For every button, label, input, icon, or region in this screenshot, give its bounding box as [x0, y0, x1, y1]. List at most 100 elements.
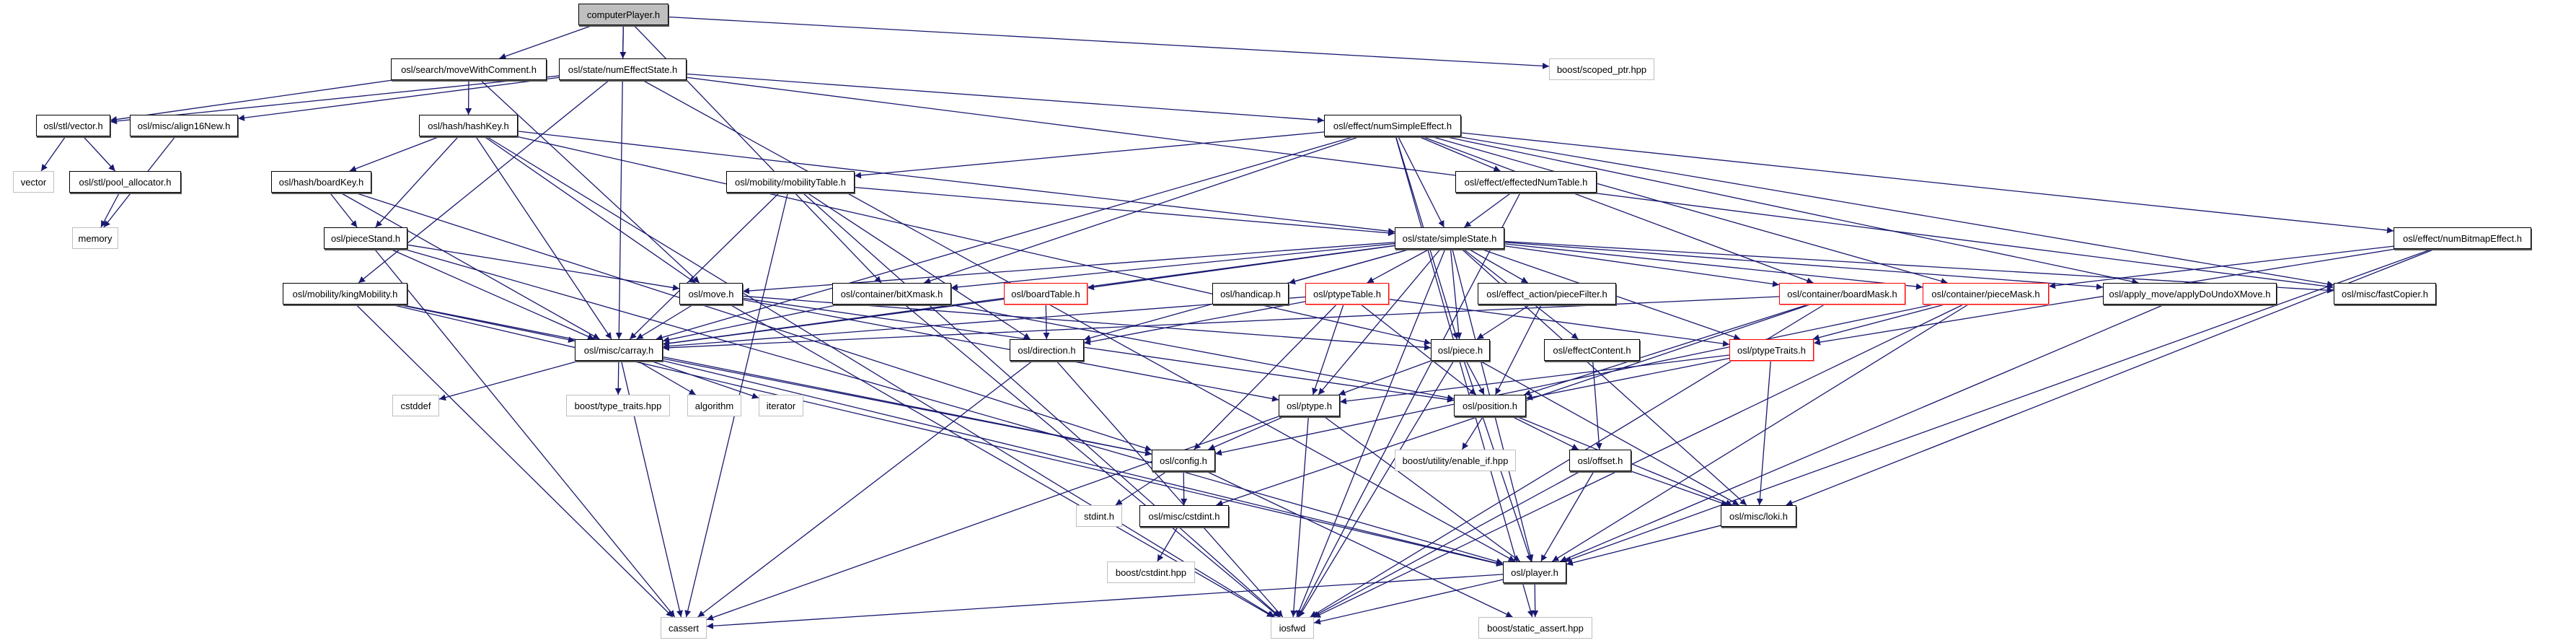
edge-ptype-to-player: [1323, 416, 1521, 562]
edge-position-to-enable_if: [1461, 416, 1484, 450]
node-mobilityTable[interactable]: osl/mobility/mobilityTable.h: [726, 171, 855, 193]
edge-hashKey-to-iosfwd: [485, 136, 1275, 618]
node-moveWithComment[interactable]: osl/search/moveWithComment.h: [391, 58, 547, 80]
node-pieceFilter[interactable]: osl/effect_action/pieceFilter.h: [1478, 283, 1616, 305]
edge-simpleState-to-iosfwd: [1296, 248, 1446, 618]
node-pool-allocator[interactable]: osl/stl/pool_allocator.h: [69, 171, 181, 193]
node-bitXmask[interactable]: osl/container/bitXmask.h: [832, 283, 951, 305]
edge-carray-to-player: [662, 360, 1504, 567]
node-boardTable[interactable]: osl/boardTable.h: [1004, 283, 1088, 305]
node-numEffectState[interactable]: osl/state/numEffectState.h: [559, 58, 687, 80]
edge-boardKey-to-config: [354, 192, 1152, 452]
node-effectContent[interactable]: osl/effectContent.h: [1544, 339, 1640, 361]
node-piece[interactable]: osl/piece.h: [1431, 339, 1490, 361]
edge-pieceStand-to-player: [403, 248, 1504, 565]
node-stdint[interactable]: stdint.h: [1076, 505, 1122, 527]
edge-piece-to-ptype: [1338, 360, 1432, 396]
node-simpleState[interactable]: osl/state/simpleState.h: [1395, 227, 1504, 249]
node-numBitmapEffect[interactable]: osl/effect/numBitmapEffect.h: [2394, 227, 2531, 249]
node-iosfwd[interactable]: iosfwd: [1271, 617, 1314, 639]
node-direction[interactable]: osl/direction.h: [1010, 339, 1084, 361]
node-numSimpleEffect[interactable]: osl/effect/numSimpleEffect.h: [1324, 115, 1461, 136]
node-ptypeTraits[interactable]: osl/ptypeTraits.h: [1729, 339, 1814, 361]
edge-ptypeTraits-to-ptype: [1339, 354, 1730, 405]
node-computerPlayer[interactable]: computerPlayer.h: [578, 4, 669, 25]
edge-bitXmask-to-carray: [662, 304, 839, 344]
node-algorithm[interactable]: algorithm: [687, 395, 741, 416]
edge-numSimpleEffect-to-effectedNumTable: [1418, 136, 1501, 172]
edge-applyDoUndoXMove-to-player: [1560, 304, 2165, 562]
edge-numEffectState-to-player: [642, 79, 1516, 562]
node-ptypeTable[interactable]: osl/ptypeTable.h: [1305, 283, 1389, 305]
edge-boardMask-to-position: [1524, 304, 1809, 396]
edge-carray-to-type_traits: [614, 360, 622, 395]
edge-kingMobility-to-player: [391, 304, 1504, 567]
node-enable-if[interactable]: boost/utility/enable_if.hpp: [1395, 450, 1516, 471]
edge-simpleState-to-bitXmask: [950, 242, 1395, 291]
edge-move-to-carray: [636, 304, 694, 340]
node-loki[interactable]: osl/misc/loki.h: [1721, 505, 1796, 527]
edge-direction-to-cassert: [697, 360, 1033, 618]
edge-ptypeTraits-to-loki: [1756, 360, 1771, 506]
edge-pieceMask-to-player: [1551, 304, 1969, 562]
node-boost-cstdint[interactable]: boost/cstdint.hpp: [1107, 561, 1195, 583]
node-boardKey[interactable]: osl/hash/boardKey.h: [271, 171, 371, 193]
node-vector[interactable]: vector: [13, 171, 54, 193]
edge-numEffectState-to-align16New: [237, 76, 560, 121]
node-iterator[interactable]: iterator: [759, 395, 803, 416]
node-scoped-ptr[interactable]: boost/scoped_ptr.hpp: [1549, 58, 1654, 80]
node-offset[interactable]: osl/offset.h: [1569, 450, 1631, 471]
node-stl-vector[interactable]: osl/stl/vector.h: [36, 115, 110, 136]
node-memory[interactable]: memory: [72, 227, 118, 249]
node-carray[interactable]: osl/misc/carray.h: [575, 339, 663, 361]
edge-simpleState-to-pieceMask: [1504, 243, 1923, 290]
edge-moveWithComment-to-move: [480, 79, 700, 284]
node-pieceMask[interactable]: osl/container/pieceMask.h: [1923, 283, 2049, 305]
edge-boardKey-to-carray: [340, 192, 600, 340]
edge-bitXmask-to-position: [949, 304, 1455, 401]
node-misc-cstdint[interactable]: osl/misc/cstdint.h: [1139, 505, 1229, 527]
edge-numEffectState-to-numSimpleEffect: [686, 73, 1325, 123]
edge-boardTable-to-carray: [662, 298, 1005, 347]
node-ptype[interactable]: osl/ptype.h: [1279, 395, 1340, 416]
edge-ptype-to-cassert: [706, 416, 1279, 621]
node-config[interactable]: osl/config.h: [1152, 450, 1215, 471]
edge-hashKey-to-piece: [516, 136, 1432, 346]
edge-player-to-cassert: [706, 574, 1504, 629]
edge-carray-to-cstddef: [438, 360, 580, 401]
edge-simpleState-to-ptypeTable: [1367, 248, 1430, 284]
node-cassert[interactable]: cassert: [661, 617, 707, 639]
edge-carray-to-config: [662, 358, 1152, 457]
node-position[interactable]: osl/position.h: [1454, 395, 1526, 416]
edge-move-to-position: [742, 297, 1455, 403]
node-static-assert[interactable]: boost/static_assert.hpp: [1478, 617, 1592, 639]
node-handicap[interactable]: osl/handicap.h: [1212, 283, 1289, 305]
edge-numSimpleEffect-to-numBitmapEffect: [1460, 132, 2394, 234]
node-kingMobility[interactable]: osl/mobility/kingMobility.h: [283, 283, 407, 305]
edge-ptypeTable-to-direction: [1083, 301, 1306, 346]
node-pieceStand[interactable]: osl/pieceStand.h: [324, 227, 407, 249]
node-hashKey[interactable]: osl/hash/hashKey.h: [419, 115, 518, 136]
edge-ptypeTable-to-ptypeTraits: [1388, 299, 1730, 347]
edge-piece-to-iosfwd: [1298, 360, 1455, 618]
edge-stlvector-to-pool_allocator: [82, 136, 116, 172]
edge-player-to-iosfwd: [1313, 579, 1504, 625]
edge-offset-to-iosfwd: [1312, 471, 1581, 618]
edge-config-to-static_assert: [1206, 471, 1513, 618]
edge-offset-to-player: [1540, 471, 1594, 562]
edge-offset-to-loki: [1631, 471, 1728, 507]
node-fastCopier[interactable]: osl/misc/fastCopier.h: [2334, 283, 2436, 305]
node-move[interactable]: osl/move.h: [679, 283, 743, 305]
node-player[interactable]: osl/player.h: [1503, 561, 1566, 583]
node-boardMask[interactable]: osl/container/boardMask.h: [1779, 283, 1905, 305]
node-align16New[interactable]: osl/misc/align16New.h: [130, 115, 238, 136]
node-cstddef[interactable]: cstddef: [392, 395, 439, 416]
edge-ptype-to-config: [1208, 416, 1285, 450]
node-effectedNumTable[interactable]: osl/effect/effectedNumTable.h: [1455, 171, 1597, 193]
edge-mobilityTable-to-carray: [629, 192, 780, 340]
edge-pieceFilter-to-position: [1495, 304, 1542, 395]
edge-simpleState-to-applyDoUndoXMove: [1504, 242, 2104, 290]
node-type-traits[interactable]: boost/type_traits.hpp: [566, 395, 670, 416]
node-applyDoUndoXMove[interactable]: osl/apply_move/applyDoUndoXMove.h: [2103, 283, 2277, 305]
